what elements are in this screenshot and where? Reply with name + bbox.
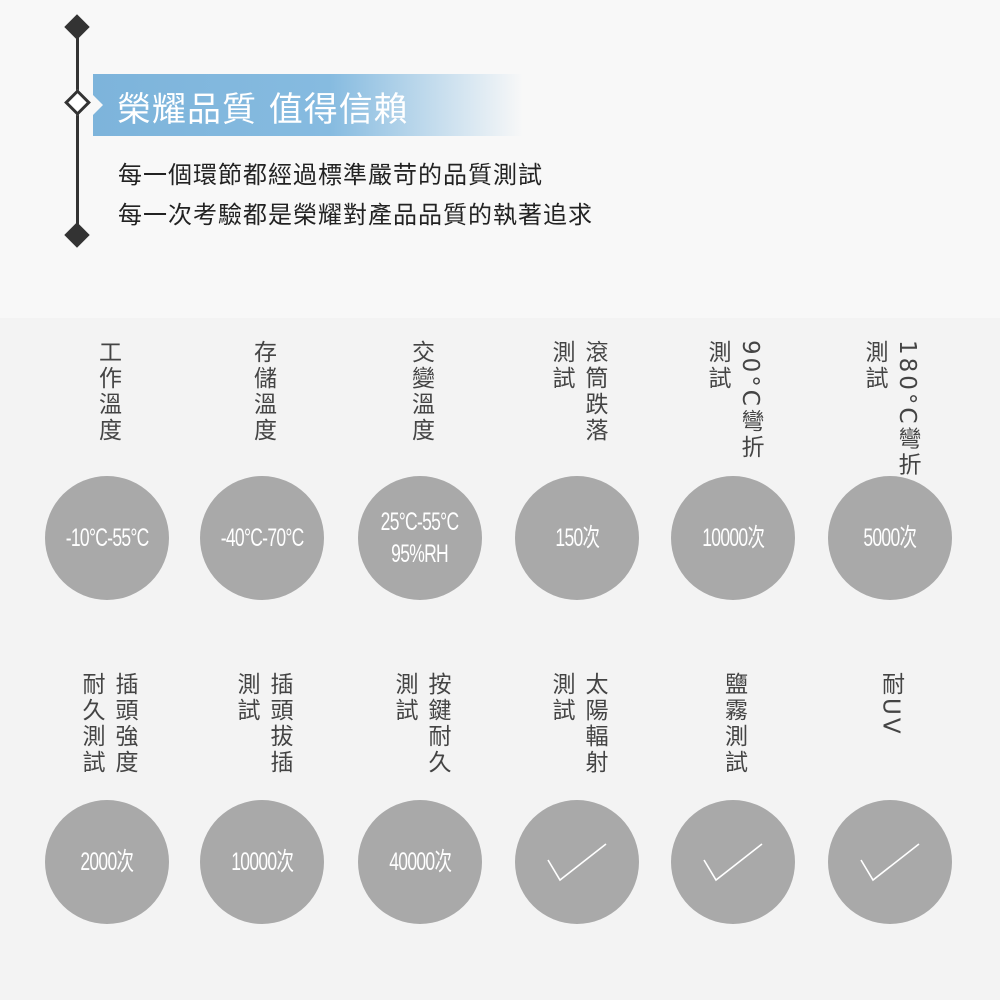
test-label: 存儲溫度 [249, 340, 276, 444]
test-value: 40000次 [389, 848, 452, 876]
test-value: 5000次 [863, 524, 918, 552]
test-result-circle [671, 800, 795, 924]
test-value: -40°C-70°C [220, 524, 305, 552]
test-label: 插頭拔插 測試 [233, 672, 292, 776]
test-value: 10000次 [702, 524, 765, 552]
title-banner [93, 74, 523, 136]
test-label: 耐UV [877, 672, 904, 737]
test-result-circle: 25°C-55°C 95%RH [358, 476, 482, 600]
test-result-circle [515, 800, 639, 924]
test-label: 插頭強度 耐久測試 [78, 672, 137, 776]
test-result-circle: -10°C-55°C [45, 476, 169, 600]
test-result-circle: 150次 [515, 476, 639, 600]
diamond-icon [64, 14, 90, 40]
test-value: 95%RH [391, 540, 450, 568]
test-value: -10°C-55°C [65, 524, 150, 552]
page-title: 榮耀品質 值得信賴 [117, 90, 409, 130]
test-label: 滾筒跌落 測試 [548, 340, 607, 444]
test-result-circle: 10000次 [671, 476, 795, 600]
test-label: 太陽輻射 測試 [548, 672, 607, 776]
test-label: 按鍵耐久 測試 [391, 672, 450, 776]
test-result-circle: 40000次 [358, 800, 482, 924]
test-label: 180°C彎折 測試 [861, 340, 920, 479]
test-label: 鹽霧測試 [720, 672, 747, 776]
test-value: 25°C-55°C [381, 508, 459, 536]
diamond-icon [64, 222, 90, 248]
test-label: 交變溫度 [407, 340, 434, 444]
checkmark-icon [860, 843, 920, 882]
test-result-circle: 10000次 [200, 800, 324, 924]
checkmark-icon [703, 843, 763, 882]
test-result-circle: -40°C-70°C [200, 476, 324, 600]
test-label: 90°C彎折 測試 [704, 340, 763, 461]
test-value: 10000次 [231, 848, 294, 876]
test-value: 150次 [555, 524, 600, 552]
test-result-circle: 5000次 [828, 476, 952, 600]
checkmark-icon [547, 843, 607, 882]
test-result-circle [828, 800, 952, 924]
subtitle-line: 每一個環節都經過標準嚴苛的品質測試 [118, 161, 543, 189]
banner-notch [93, 95, 103, 115]
diamond-outline-icon [64, 89, 91, 116]
test-label: 工作溫度 [94, 340, 121, 444]
test-result-circle: 2000次 [45, 800, 169, 924]
timeline-line [76, 25, 79, 237]
subtitle-line: 每一次考驗都是榮耀對產品品質的執著追求 [118, 201, 593, 229]
test-value: 2000次 [80, 848, 135, 876]
